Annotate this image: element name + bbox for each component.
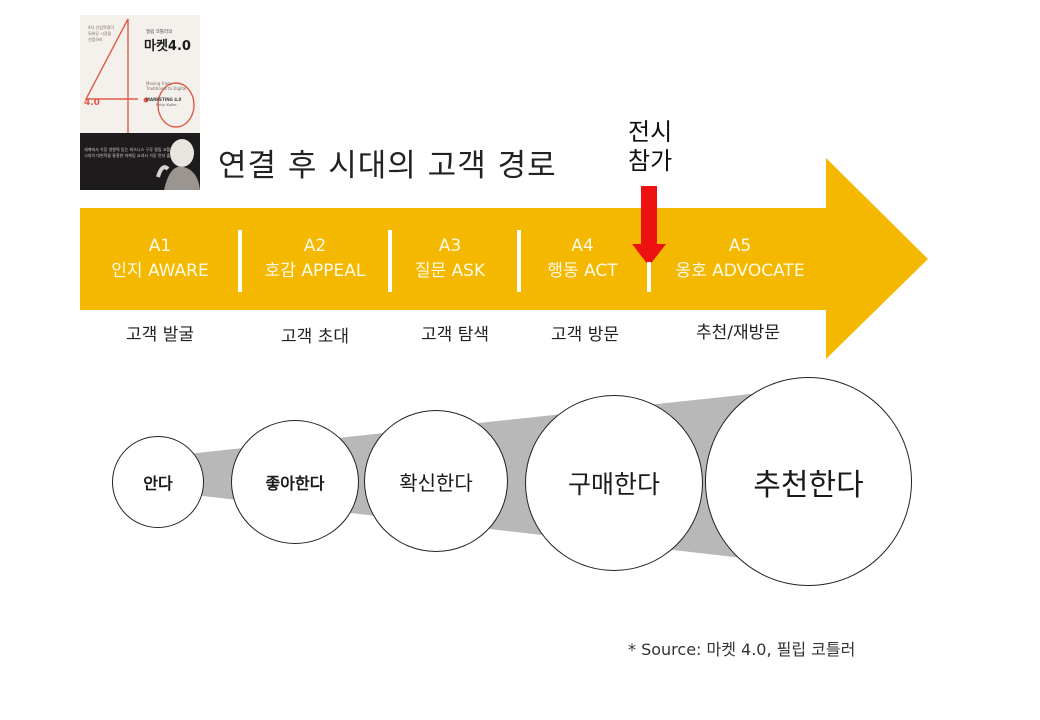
circle-label: 좋아한다 <box>265 474 325 493</box>
stage-name: 인지 AWARE <box>111 261 209 281</box>
stage-a5: A5 옹호 ADVOCATE <box>665 234 815 284</box>
book-tagline-1: 4차 산업혁명이 <box>88 25 114 30</box>
book-tagline-3: 선점하라 <box>88 37 103 42</box>
customer-path-arrow <box>80 158 928 359</box>
stage-separator <box>238 230 242 292</box>
book-cover-top: 4차 산업혁명이 뒤바꾼 시장을 선점하라 필립 코틀러의 마켓4.0 Movi… <box>80 15 200 133</box>
stage-name: 질문 ASK <box>414 261 486 281</box>
circle-label: 확신한다 <box>399 470 473 495</box>
circle-purchase: 구매한다 <box>525 395 703 571</box>
stage-action-a4: 고객 방문 <box>551 325 619 345</box>
book-numeral-graphic <box>84 18 195 133</box>
book-series: 필립 코틀러의 <box>146 30 173 35</box>
book-en-author: Philip Kotler <box>156 103 177 107</box>
book-numeral: 4.0 <box>84 98 100 108</box>
stage-code: A1 <box>148 236 172 256</box>
stage-action-a2: 고객 초대 <box>281 327 349 347</box>
book-title: 마켓4.0 <box>144 39 191 54</box>
stage-name: 호감 APPEAL <box>264 261 366 281</box>
stage-code: A4 <box>571 236 594 256</box>
circle-like: 좋아한다 <box>231 420 359 544</box>
stage-code: A2 <box>303 236 327 256</box>
book-en-subtitle-2: Traditional to Digital <box>146 86 187 91</box>
circle-confident: 확신한다 <box>364 410 508 552</box>
stage-action-a1: 고객 발굴 <box>126 325 194 345</box>
author-photo <box>156 139 200 190</box>
circle-label: 안다 <box>143 474 173 493</box>
stage-code: A3 <box>438 236 462 256</box>
circle-know: 안다 <box>112 436 204 528</box>
stage-name: 옹호 ADVOCATE <box>675 261 805 281</box>
stage-separator <box>647 262 651 292</box>
book-blurb-2: 시대의 대변혁을 통찰한 마케팅 교과서 가장 먼저 출간 <box>84 153 174 158</box>
circle-recommend: 추천한다 <box>705 377 912 586</box>
book-cover-bottom: 세계에서 가장 영향력 있는 비즈니스 구루 필립 코틀러 시대의 대변혁을 통… <box>80 133 200 190</box>
stage-name: 행동 ACT <box>547 261 618 281</box>
stage-separator <box>517 230 521 292</box>
circle-label: 추천한다 <box>753 467 864 503</box>
stage-action-a5: 추천/재방문 <box>696 323 780 343</box>
exhibit-label: 전시 참가 <box>628 118 688 176</box>
stage-code: A5 <box>728 236 752 256</box>
book-tagline-2: 뒤바꾼 시장을 <box>88 31 112 36</box>
circle-label: 구매한다 <box>567 470 660 499</box>
exhibit-marker-arrow <box>632 186 666 266</box>
book-en-title: MARKETING 4.0 <box>146 97 182 102</box>
stage-action-a3: 고객 탐색 <box>421 325 489 345</box>
book-blurb-1: 세계에서 가장 영향력 있는 비즈니스 구루 필립 코틀러 <box>84 147 174 152</box>
source-note: * Source: 마켓 4.0, 필립 코틀러 <box>628 640 856 659</box>
stage-a2: A2 호감 APPEAL <box>255 234 375 284</box>
exhibit-label-line-1: 전시 <box>628 118 673 146</box>
stage-a4: A4 행동 ACT <box>530 234 635 284</box>
exhibit-label-line-2: 참가 <box>628 147 673 175</box>
stage-separator <box>388 230 392 292</box>
diagram-title: 연결 후 시대의 고객 경로 <box>218 148 557 184</box>
book-cover-image: 4차 산업혁명이 뒤바꾼 시장을 선점하라 필립 코틀러의 마켓4.0 Movi… <box>80 15 200 190</box>
stage-a3: A3 질문 ASK <box>400 234 500 284</box>
book-en-subtitle-1: Moving from <box>146 81 172 86</box>
stage-a1: A1 인지 AWARE <box>100 234 220 284</box>
